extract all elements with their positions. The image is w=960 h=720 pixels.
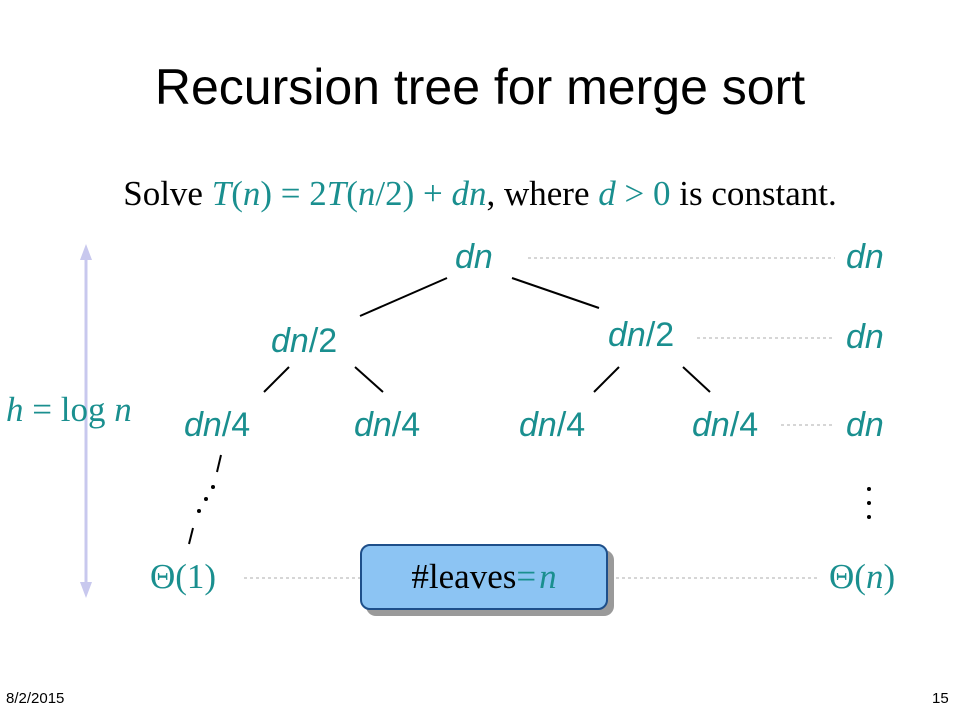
level2-node-3: dn/4 <box>519 406 586 444</box>
subtitle-text: Solve <box>123 174 212 213</box>
level1-node-left: dn/2 <box>271 322 338 360</box>
footer-date: 8/2/2015 <box>6 690 65 707</box>
ellipsis-dot <box>204 497 208 501</box>
leaves-count-box: #leaves = n <box>360 544 608 610</box>
ellipsis-dot <box>211 485 215 489</box>
slide-title: Recursion tree for merge sort <box>154 59 806 115</box>
leaf-node: Θ(1) <box>150 557 217 596</box>
ellipsis-dot <box>867 515 871 519</box>
level-cost-0: dn <box>846 238 884 276</box>
height-arrow-head-up <box>80 244 92 260</box>
level-cost-1: dn <box>846 318 884 356</box>
edge-l1b-left <box>593 366 620 393</box>
level2-node-4: dn/4 <box>692 406 759 444</box>
level1-node-right: dn/2 <box>608 316 675 354</box>
edge-l1a-left <box>263 366 290 393</box>
page-number: 15 <box>932 690 949 707</box>
edge-root-left <box>359 277 448 317</box>
total-cost: Θ(n) <box>829 557 896 596</box>
level2-node-2: dn/4 <box>354 406 421 444</box>
ellipsis-dot <box>867 487 871 491</box>
ellipsis-dot <box>197 509 201 513</box>
level2-node-1: dn/4 <box>184 406 251 444</box>
edge-root-right <box>511 277 600 309</box>
edge-l1b-right <box>682 366 711 393</box>
level-cost-2: dn <box>846 406 884 444</box>
recurrence-statement: Solve T(n) = 2T(n/2) + dn, where d > 0 i… <box>123 174 837 213</box>
edge-leaf-upper <box>216 454 222 473</box>
height-label: h = log n <box>6 390 132 429</box>
root-node: dn <box>455 238 493 276</box>
edge-leaf-lower <box>188 527 194 545</box>
ellipsis-dot <box>867 501 871 505</box>
height-arrow-head-down <box>80 582 92 598</box>
edge-l1a-right <box>354 366 384 393</box>
